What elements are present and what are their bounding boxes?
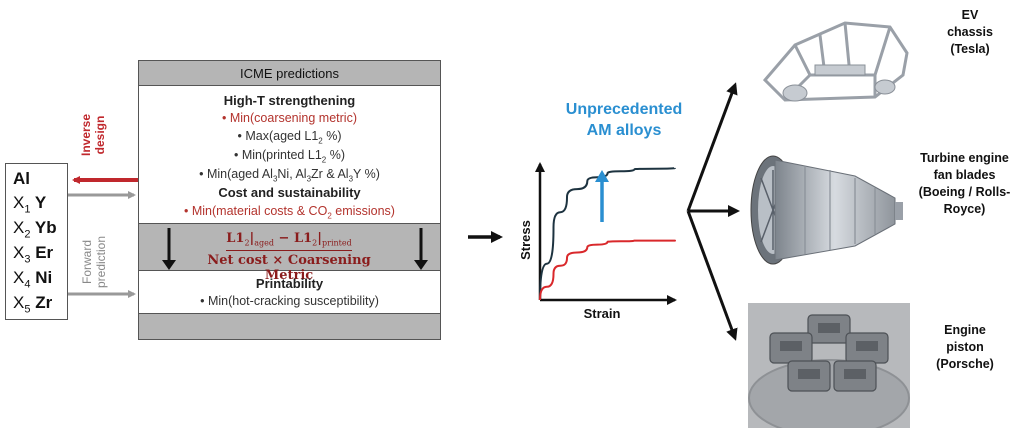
y-axis-label: Stress [518,220,533,260]
element-row-3: X3 Er [13,243,54,266]
objective-formula: L12|aged − L12|printed Net cost × Coarse… [189,227,389,283]
improvement-arrowhead [595,170,609,182]
ev-chassis-image [762,21,909,102]
arrow-to-chassis [686,82,738,212]
turbine-engine-image [750,155,903,265]
alloy-elements-box: Al X1 Y X2 Yb X3 Er X4 Ni X5 Zr [5,163,68,320]
formula-down-arrows [162,228,428,270]
element-row-4: X4 Ni [13,268,53,291]
series-line-improved [539,167,677,301]
criterion-cost: • Min(material costs & CO2 emissions) [184,204,395,221]
icme-title: ICME predictions [139,61,440,86]
formula-numerator: L12|aged − L12|printed [226,231,352,251]
stress-strain-chart: Stress Strain [518,162,677,321]
base-element: Al [13,169,30,188]
icme-bottom-bar [139,313,440,339]
element-row-1: X1 Y [13,193,47,216]
cost-heading: Cost and sustainability [218,185,361,200]
arrow-to-piston [686,210,738,341]
element-row-5: X5 Zr [13,293,53,316]
criterion-aged-l12: • Max(aged L12 %) [237,129,342,146]
criterion-printed-l12: • Min(printed L12 %) [234,148,345,165]
criterion-hot-cracking: • Min(hot-cracking susceptibility) [200,294,379,308]
engine-piston-image [748,303,910,428]
icme-predictions-panel: ICME predictions High-T strengthening • … [138,60,441,340]
formula-denominator: Net cost × Coarsening Metric [207,252,371,283]
printability-heading: Printability [255,276,324,291]
strengthening-heading: High-T strengthening [223,93,356,108]
criterion-aged-phases: • Min(aged Al3Ni, Al3Zr & Al3Y %) [199,167,380,184]
series-line-baseline [539,239,677,301]
objective-formula-bar: L12|aged − L12|printed Net cost × Coarse… [139,223,440,283]
criterion-coarsening: • Min(coarsening metric) [222,111,357,125]
x-axis-label: Strain [584,306,621,321]
element-row-2: X2 Yb [13,218,57,241]
